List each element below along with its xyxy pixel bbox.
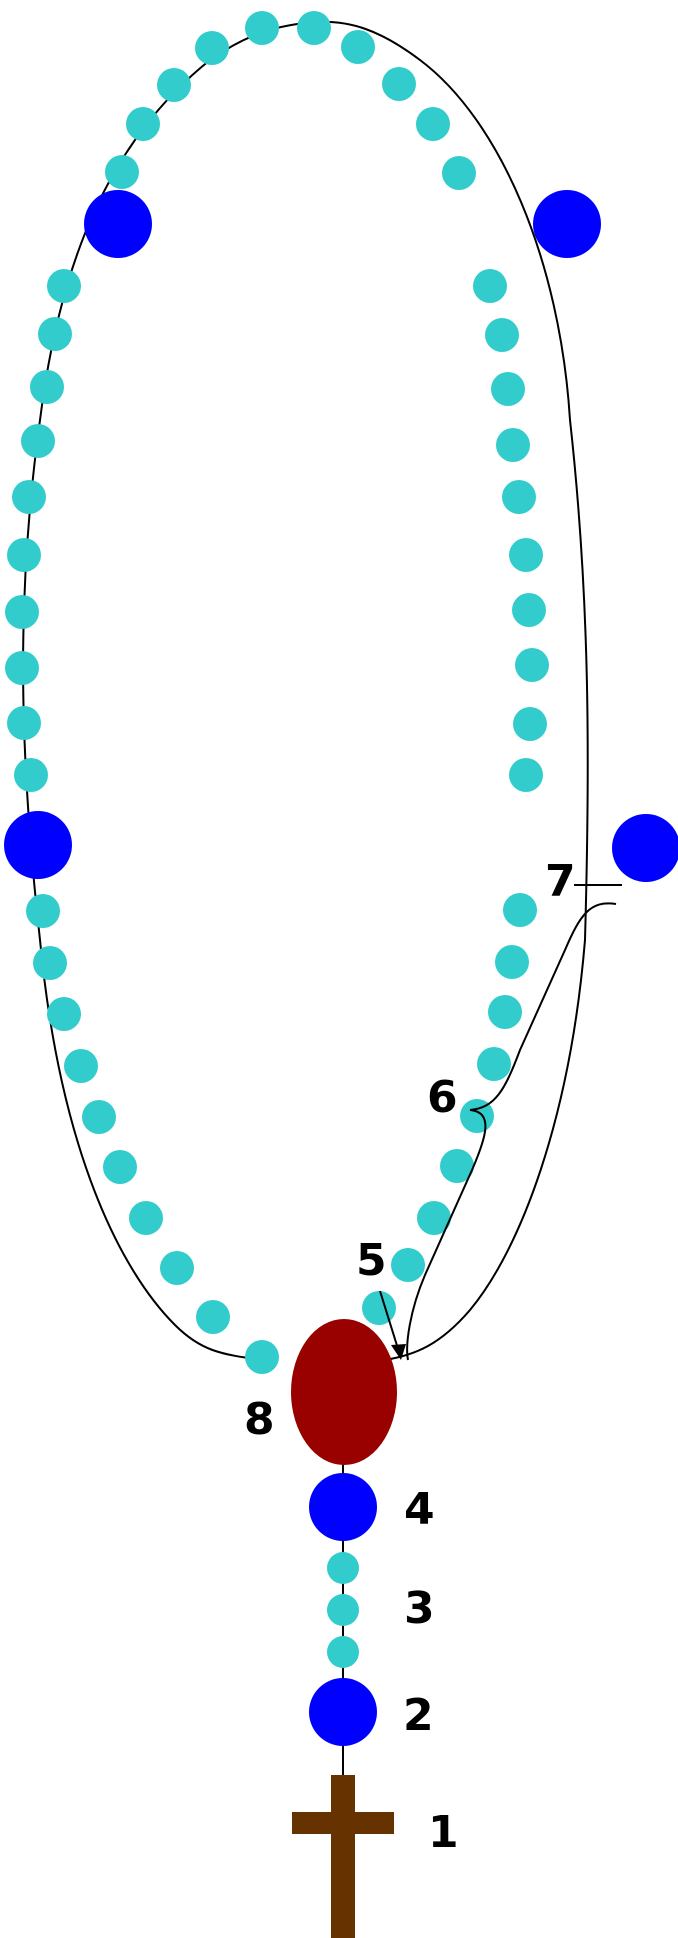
label-4: 4 <box>404 1484 435 1535</box>
loop-small-bead <box>513 707 547 741</box>
loop-small-bead <box>341 30 375 64</box>
callouts <box>379 884 622 1361</box>
loop-small-bead <box>245 11 279 45</box>
loop-small-bead <box>473 269 507 303</box>
loop-small-bead <box>105 155 139 189</box>
pendant-small-bead <box>327 1636 359 1668</box>
loop-small-bead <box>440 1149 474 1183</box>
loop-small-bead <box>7 538 41 572</box>
loop-small-bead <box>442 156 476 190</box>
label-5: 5 <box>356 1235 387 1286</box>
crucifix-horizontal-beam <box>292 1812 394 1834</box>
loop-small-bead <box>391 1248 425 1282</box>
loop-small-bead <box>82 1100 116 1134</box>
loop-small-bead <box>47 269 81 303</box>
loop-small-bead <box>5 595 39 629</box>
loop-small-bead <box>362 1291 396 1325</box>
loop-small-bead <box>195 31 229 65</box>
loop-small-bead <box>515 648 549 682</box>
loop-large-bead <box>4 811 72 879</box>
loop-small-bead <box>47 997 81 1031</box>
label-3: 3 <box>404 1583 435 1634</box>
loop-small-bead <box>14 758 48 792</box>
loop-small-bead <box>297 11 331 45</box>
label-2: 2 <box>403 1690 434 1741</box>
loop-large-bead <box>612 814 678 882</box>
loop-small-bead <box>488 995 522 1029</box>
loop-small-bead <box>196 1300 230 1334</box>
label-8: 8 <box>244 1394 275 1445</box>
callout-5-arrowhead <box>391 1344 406 1360</box>
loop-small-bead <box>26 894 60 928</box>
crucifix <box>292 1775 394 1938</box>
loop-large-bead <box>84 190 152 258</box>
loop-small-bead <box>103 1150 137 1184</box>
loop-small-bead <box>30 370 64 404</box>
loop-small-bead <box>129 1201 163 1235</box>
loop-small-bead <box>160 1251 194 1285</box>
crucifix-vertical-beam <box>331 1775 355 1938</box>
loop-small-bead <box>5 651 39 685</box>
loop-beads <box>4 11 678 1374</box>
loop-small-bead <box>491 372 525 406</box>
pendant-large-bead-lower <box>309 1678 377 1746</box>
pendant-large-bead-upper <box>309 1473 377 1541</box>
loop-small-bead <box>245 1340 279 1374</box>
loop-small-bead <box>416 107 450 141</box>
loop-small-bead <box>157 68 191 102</box>
label-6: 6 <box>427 1072 458 1123</box>
loop-small-bead <box>64 1049 98 1083</box>
pendant-beads <box>309 1473 377 1746</box>
loop-small-bead <box>33 946 67 980</box>
loop-small-bead <box>502 480 536 514</box>
decade-brace <box>406 902 617 1361</box>
pendant-small-bead <box>327 1552 359 1584</box>
loop-large-bead <box>533 190 601 258</box>
loop-small-bead <box>509 758 543 792</box>
pendant-small-bead <box>327 1594 359 1626</box>
loop-small-bead <box>512 593 546 627</box>
loop-small-bead <box>477 1047 511 1081</box>
loop-small-bead <box>382 67 416 101</box>
loop-small-bead <box>503 893 537 927</box>
loop-small-bead <box>21 424 55 458</box>
loop-small-bead <box>126 107 160 141</box>
loop-small-bead <box>509 538 543 572</box>
label-7: 7 <box>545 856 576 907</box>
loop-small-bead <box>417 1201 451 1235</box>
loop-small-bead <box>38 317 72 351</box>
loop-small-bead <box>496 428 530 462</box>
loop-small-bead <box>12 480 46 514</box>
loop-small-bead <box>495 945 529 979</box>
loop-small-bead <box>485 318 519 352</box>
callout-5-arrow <box>379 1290 400 1353</box>
label-1: 1 <box>428 1807 459 1858</box>
centerpiece-medal <box>291 1319 397 1465</box>
loop-small-bead <box>7 706 41 740</box>
